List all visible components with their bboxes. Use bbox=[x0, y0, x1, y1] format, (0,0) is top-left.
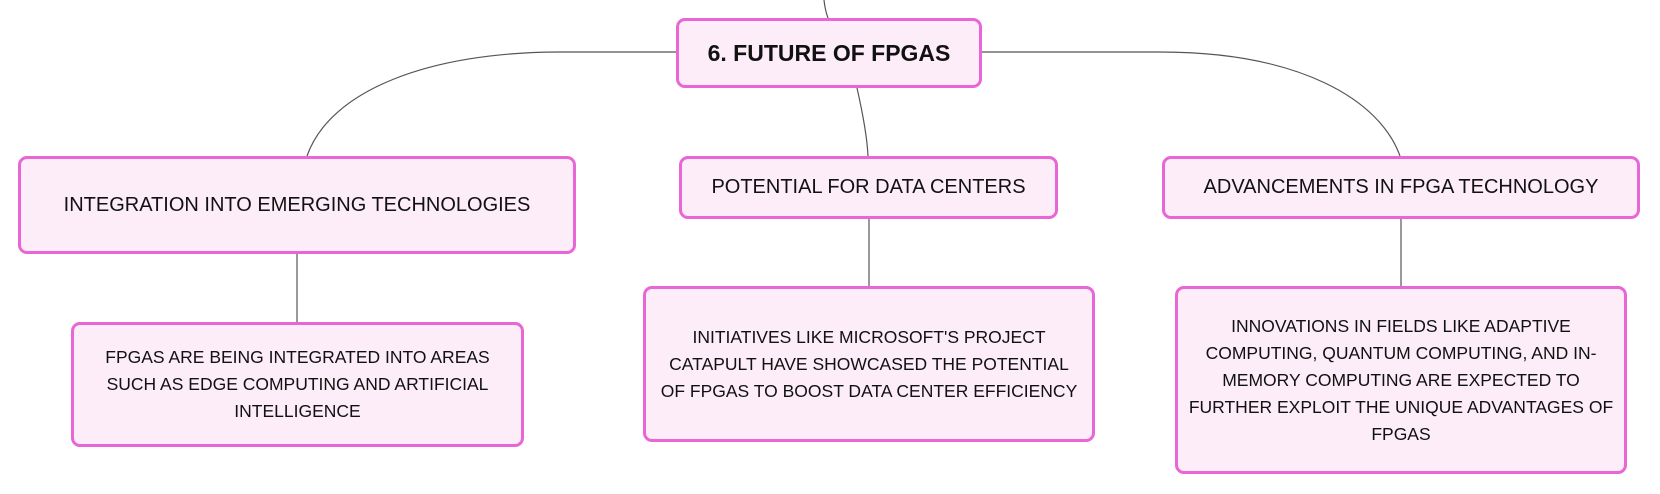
topic-node-label: INTEGRATION INTO EMERGING TECHNOLOGIES bbox=[63, 193, 531, 216]
detail-node-integration[interactable]: FPGAS ARE BEING INTEGRATED INTO AREAS SU… bbox=[71, 322, 524, 447]
topic-node-integration[interactable]: INTEGRATION INTO EMERGING TECHNOLOGIES bbox=[18, 156, 576, 254]
connector-root-to-topic-1 bbox=[306, 51, 676, 157]
topic-node-data-centers[interactable]: POTENTIAL FOR DATA CENTERS bbox=[679, 156, 1058, 219]
topic-node-label: POTENTIAL FOR DATA CENTERS bbox=[711, 176, 1026, 198]
detail-node-text: FPGAS ARE BEING INTEGRATED INTO AREAS SU… bbox=[105, 347, 490, 421]
detail-node-advancements[interactable]: INNOVATIONS IN FIELDS LIKE ADAPTIVE COMP… bbox=[1175, 286, 1627, 474]
detail-node-data-centers[interactable]: INITIATIVES LIKE MICROSOFT'S PROJECT CAT… bbox=[643, 286, 1095, 442]
detail-node-text: INNOVATIONS IN FIELDS LIKE ADAPTIVE COMP… bbox=[1188, 315, 1614, 444]
connector-root-to-topic-3 bbox=[982, 51, 1401, 157]
root-node-label: 6. FUTURE OF FPGAS bbox=[707, 39, 951, 66]
topic-node-advancements[interactable]: ADVANCEMENTS IN FPGA TECHNOLOGY bbox=[1162, 156, 1640, 219]
detail-node-text: INITIATIVES LIKE MICROSOFT'S PROJECT CAT… bbox=[660, 326, 1078, 401]
connector-parent-to-root bbox=[823, 0, 829, 19]
topic-node-label: ADVANCEMENTS IN FPGA TECHNOLOGY bbox=[1203, 176, 1599, 198]
root-node[interactable]: 6. FUTURE OF FPGAS bbox=[676, 18, 982, 88]
connector-root-to-topic-2 bbox=[856, 87, 869, 157]
